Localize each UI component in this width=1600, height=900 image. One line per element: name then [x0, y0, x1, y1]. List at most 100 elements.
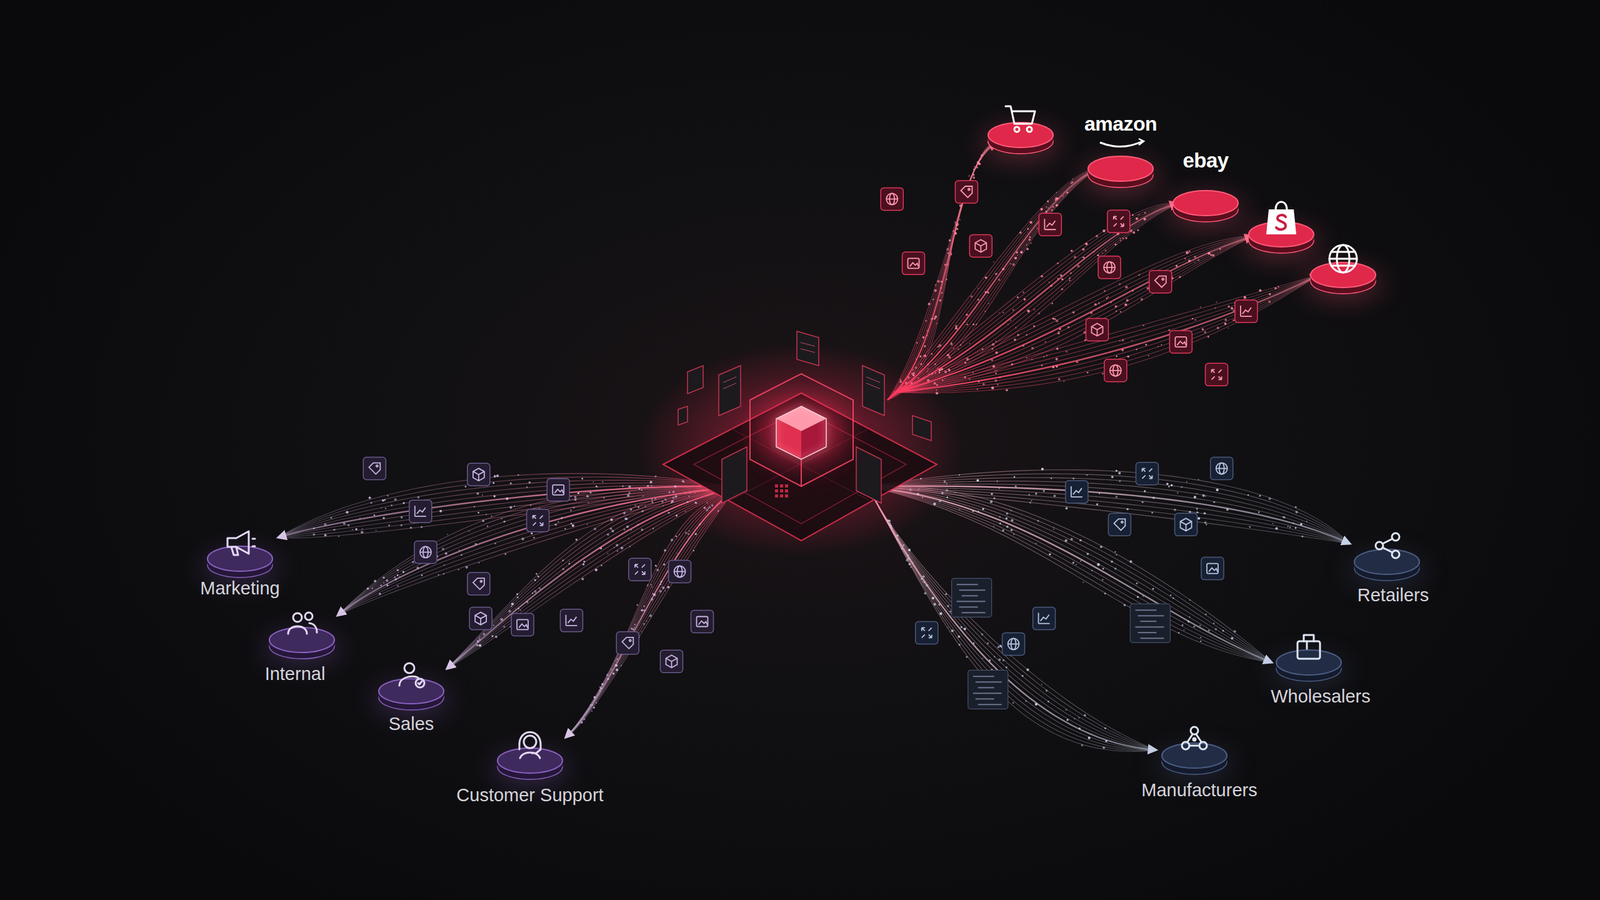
- flow-particle: [601, 481, 604, 483]
- flow-particle: [995, 372, 997, 374]
- flow-particle: [382, 516, 385, 519]
- flow-particle: [613, 546, 615, 549]
- flow-particle: [1143, 490, 1146, 492]
- flow-line: [893, 203, 1179, 394]
- flow-particle: [1227, 327, 1229, 329]
- flow-particle: [946, 248, 949, 251]
- flow-particle: [1205, 613, 1207, 616]
- flow-particle: [954, 221, 957, 224]
- flow-particle: [1205, 523, 1207, 525]
- flow-particle: [574, 498, 577, 502]
- channel-label: Marketing: [195, 575, 285, 602]
- flow-particle: [338, 535, 340, 537]
- flow-particle: [1272, 523, 1274, 525]
- flow-particle: [503, 520, 505, 523]
- floating-icon: [1205, 363, 1229, 386]
- flow-particle: [966, 358, 969, 361]
- flow-line: [871, 487, 1272, 663]
- flow-particle: [910, 566, 912, 569]
- flow-particle: [1118, 480, 1121, 482]
- flow-particle: [439, 510, 442, 513]
- flow-particle: [651, 498, 653, 500]
- flow-particle: [355, 528, 358, 531]
- flow-particle: [501, 518, 503, 520]
- flow-particle: [360, 530, 364, 534]
- flow-particle: [1019, 231, 1022, 234]
- flow-particle: [623, 528, 626, 531]
- flow-particle: [1183, 629, 1185, 631]
- flow-particle: [969, 343, 971, 345]
- flow-particle: [1172, 597, 1174, 599]
- flow-particle: [934, 289, 937, 292]
- flow-line: [893, 275, 1319, 393]
- flow-particle: [1005, 517, 1008, 520]
- flow-particle: [643, 623, 645, 625]
- flow-particle: [636, 604, 639, 607]
- flow-particle: [938, 369, 942, 372]
- flow-particle: [1118, 283, 1121, 285]
- flow-particle: [1102, 746, 1105, 749]
- flow-particle: [965, 313, 968, 316]
- flow-particle: [1216, 326, 1220, 330]
- floating-icon: [969, 235, 992, 258]
- flow-particle: [606, 533, 609, 536]
- flow-particle: [1114, 551, 1116, 553]
- flow-particle: [458, 550, 460, 552]
- flow-line: [870, 490, 1157, 751]
- flow-particle: [950, 253, 952, 255]
- flow-particle: [1258, 511, 1260, 514]
- flow-particle: [1104, 727, 1107, 730]
- flow-line: [871, 487, 1272, 663]
- flow-particle: [1227, 305, 1230, 309]
- flow-particle: [1066, 191, 1069, 194]
- flow-particle: [1047, 700, 1049, 702]
- flow-line: [870, 490, 1157, 750]
- flow-particle: [977, 288, 979, 290]
- flow-particle: [1084, 339, 1087, 342]
- flow-particle: [1046, 200, 1049, 202]
- flow-particle: [1043, 490, 1045, 492]
- flow-particle: [993, 525, 995, 527]
- flow-particle: [1115, 495, 1119, 499]
- flow-particle: [1198, 478, 1200, 480]
- flow-particle: [513, 505, 515, 507]
- flow-particle: [1195, 319, 1197, 321]
- flow-particle: [1125, 286, 1128, 289]
- flow-particle: [479, 636, 481, 639]
- flow-particle: [1199, 625, 1201, 627]
- flow-particle: [330, 516, 332, 519]
- flow-particle: [908, 563, 911, 565]
- channel-label: Customer Support: [451, 782, 609, 809]
- floating-icon: [1108, 513, 1131, 536]
- flow-particle: [1222, 630, 1225, 632]
- node-text: ebay: [1182, 148, 1229, 173]
- hub-platform: [638, 331, 964, 557]
- flow-particle: [933, 603, 936, 606]
- flow-particle: [586, 523, 589, 525]
- flow-particle: [1295, 510, 1299, 514]
- flow-particle: [1132, 231, 1135, 234]
- flow-particle: [991, 386, 994, 389]
- flow-line: [893, 236, 1254, 393]
- floating-icons: [363, 180, 1258, 709]
- flow-particle: [912, 369, 914, 371]
- flow-particle: [385, 508, 387, 510]
- flow-particle: [1100, 545, 1103, 549]
- flow-particle: [528, 481, 531, 484]
- channel-label: Internal: [260, 661, 331, 687]
- flow-particle: [503, 625, 505, 628]
- flow-particle: [1050, 285, 1052, 287]
- flow-particle: [590, 704, 592, 707]
- flow-particle: [972, 323, 975, 326]
- flow-particle: [1030, 242, 1032, 244]
- flow-particle: [948, 356, 952, 359]
- flow-particle: [1076, 360, 1079, 364]
- flow-particle: [1052, 318, 1055, 320]
- flow-particle: [663, 563, 665, 566]
- flow-particle: [1197, 517, 1200, 520]
- code-panel: [968, 670, 1009, 709]
- flow-particle: [1214, 307, 1216, 309]
- flow-particle: [1015, 326, 1017, 329]
- flow-particle: [1076, 265, 1080, 268]
